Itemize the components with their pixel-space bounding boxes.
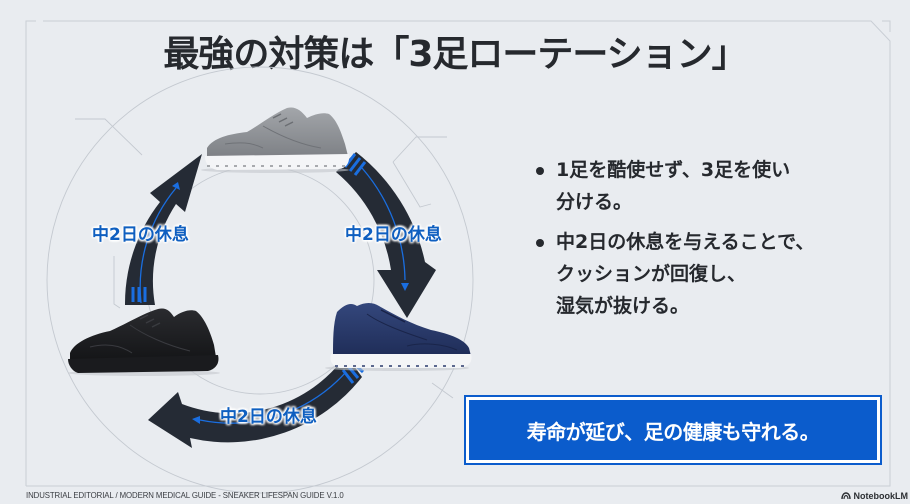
rest-label-left: 中2日の休息: [92, 225, 189, 245]
rest-label-bottom: 中2日の休息: [220, 407, 317, 427]
bullet-dot-icon: [536, 167, 544, 175]
navy-sneaker: [325, 303, 472, 371]
decor-leader-lines: [75, 118, 454, 399]
brand-name: NotebookLM: [853, 491, 909, 501]
black-sneaker: [68, 308, 220, 376]
bullet-item: 中2日の休息を与えることで、 クッションが回復し、 湿気が抜ける。: [532, 226, 862, 322]
bullet-text: 中2日の休息を与えることで、 クッションが回復し、 湿気が抜ける。: [556, 231, 815, 317]
conclusion-callout: 寿命が延び、足の健康も守れる。: [464, 395, 882, 465]
rest-label-right: 中2日の休息: [345, 225, 442, 245]
key-points-list: 1足を酷使せず、3足を使い 分ける。 中2日の休息を与えることで、 クッションが…: [532, 154, 862, 330]
brand-watermark: NotebookLM: [840, 491, 909, 501]
bullet-text: 1足を酷使せず、3足を使い 分ける。: [556, 159, 791, 213]
gray-sneaker: [201, 107, 350, 173]
footer-caption: INDUSTRIAL EDITORIAL / MODERN MEDICAL GU…: [26, 490, 344, 500]
page-title: 最強の対策は「3足ローテーション」: [163, 34, 747, 75]
notebooklm-logo-icon: [840, 492, 851, 500]
conclusion-text: 寿命が延び、足の健康も守れる。: [469, 400, 877, 460]
bullet-dot-icon: [536, 239, 544, 247]
arrow-black-to-gray: [124, 154, 202, 305]
bullet-item: 1足を酷使せず、3足を使い 分ける。: [532, 154, 862, 218]
